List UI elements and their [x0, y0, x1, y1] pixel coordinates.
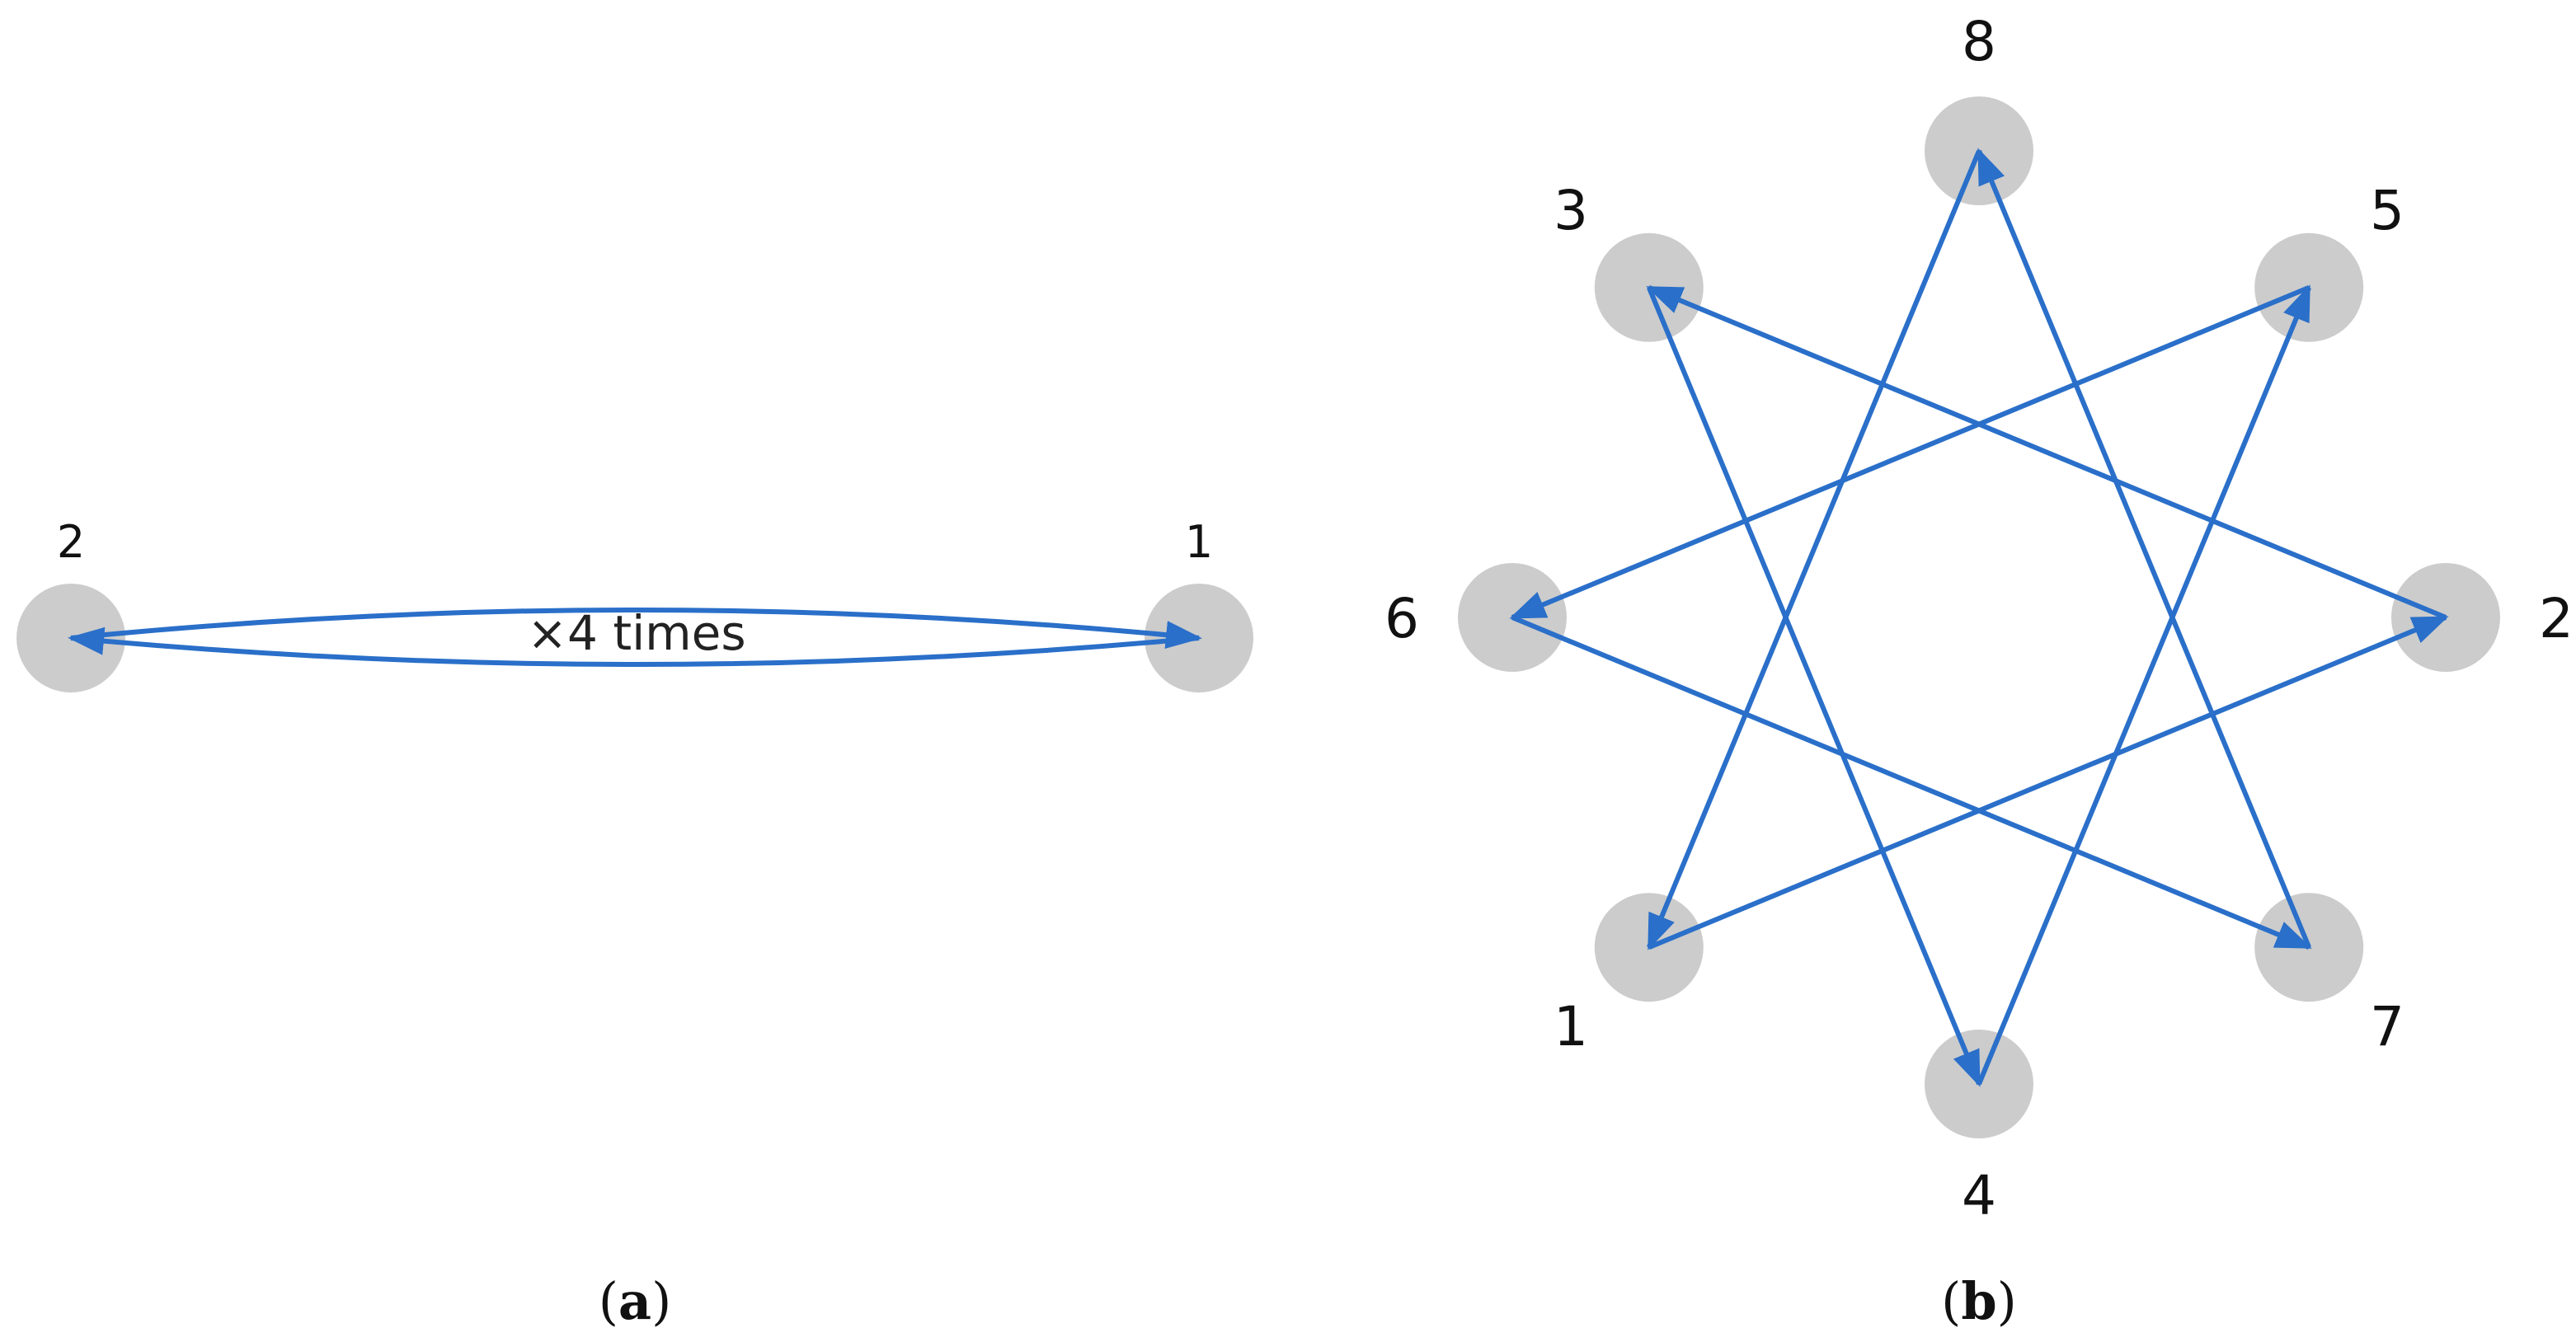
repetition-annotation: ×4 times: [527, 605, 745, 661]
b-edge-2-to-3: [1646, 285, 2447, 620]
caption-b-letter: b: [1961, 1271, 1996, 1331]
b-edge-5-to-6: [1509, 285, 2310, 620]
panel-a-edges: [68, 608, 1202, 667]
b-edge-3-to-4: [1647, 286, 1981, 1087]
panel-b-nodes: [1458, 96, 2500, 1138]
a-node-1-label: 1: [1185, 516, 1213, 568]
b-node-8-label: 8: [1962, 10, 1996, 73]
b-edge-7-to-8: [1977, 148, 2311, 949]
b-edge-6-to-7: [1511, 615, 2312, 950]
a-edge-1-to-2: [68, 626, 1200, 667]
b-edge-1-to-2: [1648, 615, 2449, 950]
b-node-1-label: 1: [1554, 995, 1588, 1058]
caption-a: (a): [599, 1271, 672, 1331]
panel-b: 8 5 2 7 4 1 6 3 (b): [1384, 10, 2574, 1331]
b-node-3-label: 3: [1554, 179, 1588, 242]
a-node-2-label: 2: [57, 516, 85, 568]
panel-b-labels: 8 5 2 7 4 1 6 3: [1384, 10, 2574, 1227]
caption-b: (b): [1941, 1271, 2017, 1331]
b-node-5-label: 5: [2370, 179, 2404, 242]
caption-a-letter: a: [618, 1271, 651, 1331]
a-edge-2-to-1: [70, 608, 1202, 649]
b-edge-4-to-5: [1977, 284, 2311, 1086]
b-node-4-label: 4: [1962, 1164, 1996, 1227]
b-node-7-label: 7: [2370, 995, 2404, 1058]
b-node-2-label: 2: [2539, 587, 2574, 650]
b-edge-8-to-1: [1647, 149, 1981, 950]
b-node-6-label: 6: [1384, 587, 1419, 650]
panel-a: 2 1 ×4 times (a): [16, 516, 1253, 1331]
panel-b-edges: [1509, 148, 2449, 1087]
